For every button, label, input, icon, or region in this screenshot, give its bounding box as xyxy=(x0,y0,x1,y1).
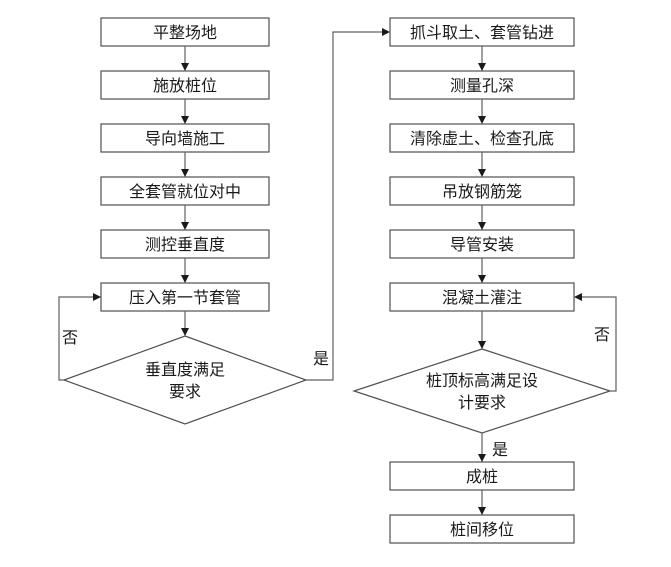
step-label: 清除虚土、检查孔底 xyxy=(410,129,554,148)
arrow-head xyxy=(574,293,582,301)
arrow-head xyxy=(181,275,189,283)
step-install-conduit: 导管安装 xyxy=(389,229,575,259)
step-lower-rebar-cage: 吊放钢筋笼 xyxy=(389,176,575,206)
arrow-head xyxy=(478,63,486,71)
step-verticality-control: 测控垂直度 xyxy=(100,229,270,259)
step-label: 测量孔深 xyxy=(450,76,514,95)
step-label: 导管安装 xyxy=(450,235,514,254)
step-label: 测控垂直度 xyxy=(145,235,225,254)
step-label: 成桩 xyxy=(466,467,498,486)
step-label: 压入第一节套管 xyxy=(129,288,241,307)
step-set-pile-position: 施放桩位 xyxy=(100,70,270,100)
decision-label-line2: 计要求 xyxy=(458,393,506,412)
step-label: 吊放钢筋笼 xyxy=(442,182,522,201)
step-casing-positioning: 全套管就位对中 xyxy=(100,176,270,206)
step-clear-soil-check-bottom: 清除虚土、检查孔底 xyxy=(389,123,575,153)
arrow-head xyxy=(478,169,486,177)
decision-label-line2: 要求 xyxy=(169,382,201,401)
right-arrows xyxy=(478,46,486,515)
left-yes-connector xyxy=(306,31,382,381)
arrow-head xyxy=(181,169,189,177)
decision-label-line1: 桩顶标高满足设 xyxy=(426,371,538,390)
right-no-label: 否 xyxy=(594,325,610,344)
left-no-loop xyxy=(58,296,93,381)
step-level-site: 平整场地 xyxy=(100,17,270,47)
step-grab-soil-casing-drilling: 抓斗取土、套管钻进 xyxy=(389,17,575,47)
step-label: 导向墙施工 xyxy=(145,129,225,148)
arrow-head xyxy=(382,28,390,36)
arrow-head xyxy=(181,222,189,230)
step-label: 抓斗取土、套管钻进 xyxy=(410,23,554,42)
left-arrows xyxy=(181,46,189,336)
arrow-head xyxy=(478,222,486,230)
step-guide-wall-construction: 导向墙施工 xyxy=(100,123,270,153)
arrow-head xyxy=(93,293,101,301)
step-press-first-casing: 压入第一节套管 xyxy=(100,282,270,312)
step-label: 全套管就位对中 xyxy=(129,182,241,201)
arrow-head xyxy=(478,116,486,124)
step-pour-concrete: 混凝土灌注 xyxy=(389,282,575,312)
arrow-head xyxy=(478,341,486,349)
step-pile-formed: 成桩 xyxy=(389,461,575,491)
left-no-label: 否 xyxy=(62,328,78,347)
right-yes-label: 是 xyxy=(492,440,508,459)
arrow-head xyxy=(181,116,189,124)
step-label: 施放桩位 xyxy=(153,76,217,95)
step-label: 混凝土灌注 xyxy=(442,288,522,307)
arrow-head xyxy=(478,275,486,283)
right-no-loop xyxy=(582,296,617,392)
arrow-head xyxy=(478,507,486,515)
step-label: 平整场地 xyxy=(153,23,217,42)
step-move-between-piles: 桩间移位 xyxy=(389,514,575,544)
arrow-head xyxy=(478,454,486,462)
arrow-head xyxy=(181,328,189,336)
step-measure-hole-depth: 测量孔深 xyxy=(389,70,575,100)
decision-label-line1: 垂直度满足 xyxy=(145,360,225,379)
decision-verticality: 垂直度满足 要求 xyxy=(62,335,308,425)
left-yes-label: 是 xyxy=(313,349,329,368)
step-label: 桩间移位 xyxy=(450,520,514,539)
decision-pile-top-elevation: 桩顶标高满足设 计要求 xyxy=(352,348,612,434)
arrow-head xyxy=(181,63,189,71)
